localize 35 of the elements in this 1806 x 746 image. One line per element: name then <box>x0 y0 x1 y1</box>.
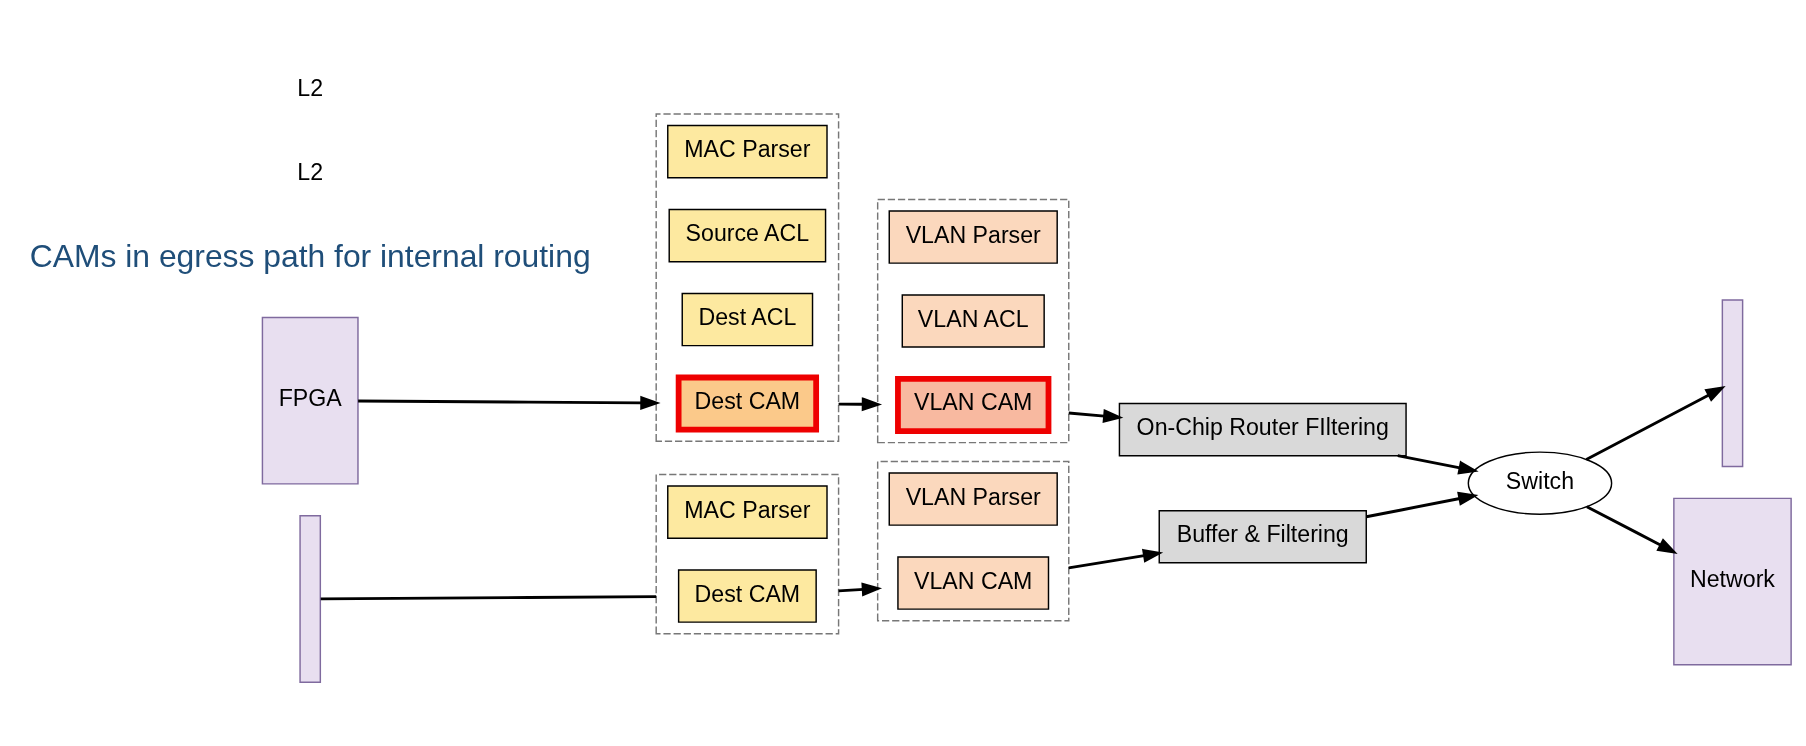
node-box: Network <box>1673 497 1792 666</box>
arrow <box>838 396 883 411</box>
node-box: Source ACL <box>668 208 827 262</box>
connector <box>320 594 657 600</box>
label: L2 <box>297 158 324 185</box>
arrow <box>1068 408 1124 423</box>
node-bar <box>299 514 322 683</box>
arrow <box>838 581 883 597</box>
node-bar <box>1721 298 1744 467</box>
label: CAMs in egress path for internal routing <box>29 237 591 274</box>
arrow <box>1585 385 1726 461</box>
arrow <box>1068 548 1164 569</box>
label: L2 <box>297 74 324 101</box>
cluster <box>655 112 840 442</box>
cluster <box>876 198 1070 443</box>
node-box: Buffer & Filtering <box>1158 509 1367 563</box>
node-ellipse: Switch <box>1467 450 1613 515</box>
cluster <box>876 460 1070 621</box>
node-box: MAC Parser <box>667 124 828 178</box>
arrow <box>1366 491 1479 518</box>
arrow <box>1397 453 1479 475</box>
node-box: VLAN ACL <box>901 293 1045 348</box>
node-box: VLAN Parser <box>888 471 1058 526</box>
node-box: On-Chip Router FIltering <box>1118 402 1407 456</box>
node-box: MAC Parser <box>667 484 828 539</box>
arrow <box>1586 504 1678 554</box>
node-box: FPGA <box>261 316 359 485</box>
node-box: Dest CAM <box>675 374 820 432</box>
node-box: Dest CAM <box>677 568 817 623</box>
node-box: VLAN Parser <box>888 209 1058 264</box>
node-box: VLAN CAM <box>897 555 1050 610</box>
node-box: VLAN CAM <box>895 375 1052 434</box>
node-box: Dest ACL <box>681 292 814 346</box>
cluster <box>655 473 840 634</box>
arrow <box>358 395 661 410</box>
